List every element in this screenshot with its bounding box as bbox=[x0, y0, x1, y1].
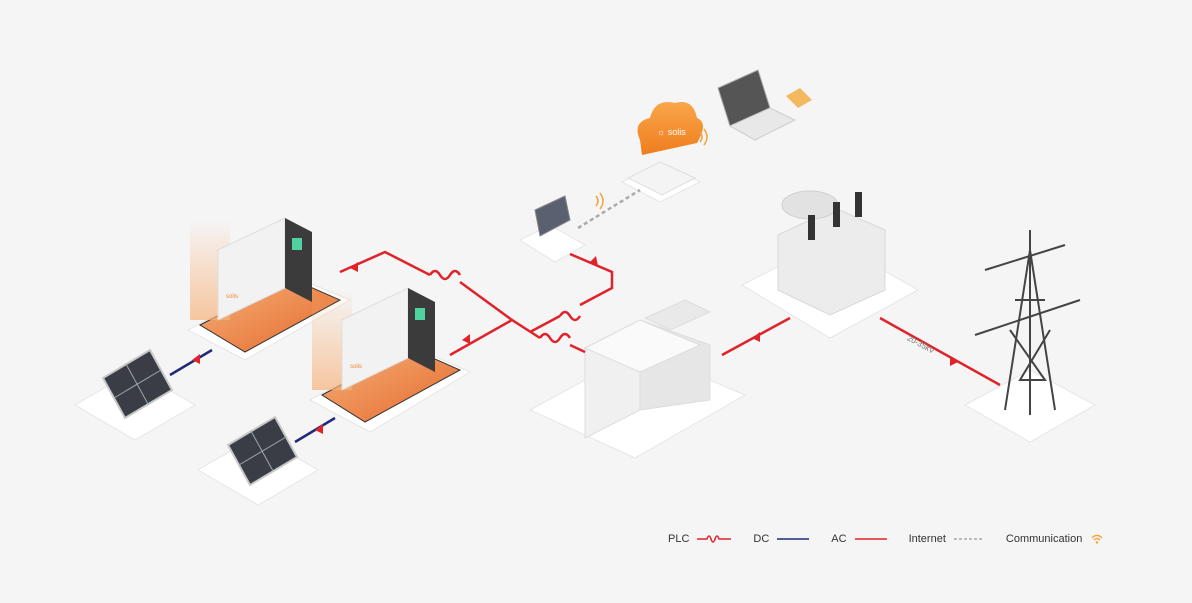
dc-lines bbox=[169, 348, 336, 444]
laptop bbox=[717, 69, 797, 141]
wifi-signals bbox=[595, 128, 708, 210]
dc-line-icon bbox=[777, 538, 810, 540]
wifi-icon bbox=[1091, 534, 1103, 544]
phone bbox=[786, 88, 812, 108]
legend-ac: AC bbox=[831, 533, 887, 545]
cloud: ☼ solis bbox=[637, 102, 703, 155]
router bbox=[626, 161, 697, 196]
legend: PLC DC AC Internet Communication bbox=[668, 533, 1126, 545]
legend-communication: Communication bbox=[1006, 533, 1104, 545]
legend-dc: DC bbox=[753, 533, 810, 545]
combiner-cabinet bbox=[583, 299, 712, 439]
internet-dashed-icon bbox=[953, 538, 984, 540]
inverter-1: solis bbox=[190, 217, 342, 353]
ac-line-icon bbox=[854, 538, 887, 540]
transformer bbox=[777, 190, 886, 316]
solar-panel-1 bbox=[101, 348, 174, 420]
datalogger bbox=[534, 195, 571, 237]
internet-line bbox=[577, 188, 641, 230]
transmission-tower bbox=[974, 230, 1081, 415]
plc-zigzag-icon bbox=[697, 535, 732, 543]
cloud-logo: ☼ solis bbox=[657, 127, 686, 137]
svg-text:solis: solis bbox=[350, 364, 362, 370]
inverter-logo: solis bbox=[226, 294, 238, 300]
legend-plc: PLC bbox=[668, 533, 732, 545]
legend-internet: Internet bbox=[909, 533, 984, 545]
direction-arrows bbox=[192, 256, 958, 434]
solar-panel-2 bbox=[226, 415, 299, 487]
inverter-2: solis bbox=[312, 287, 462, 423]
